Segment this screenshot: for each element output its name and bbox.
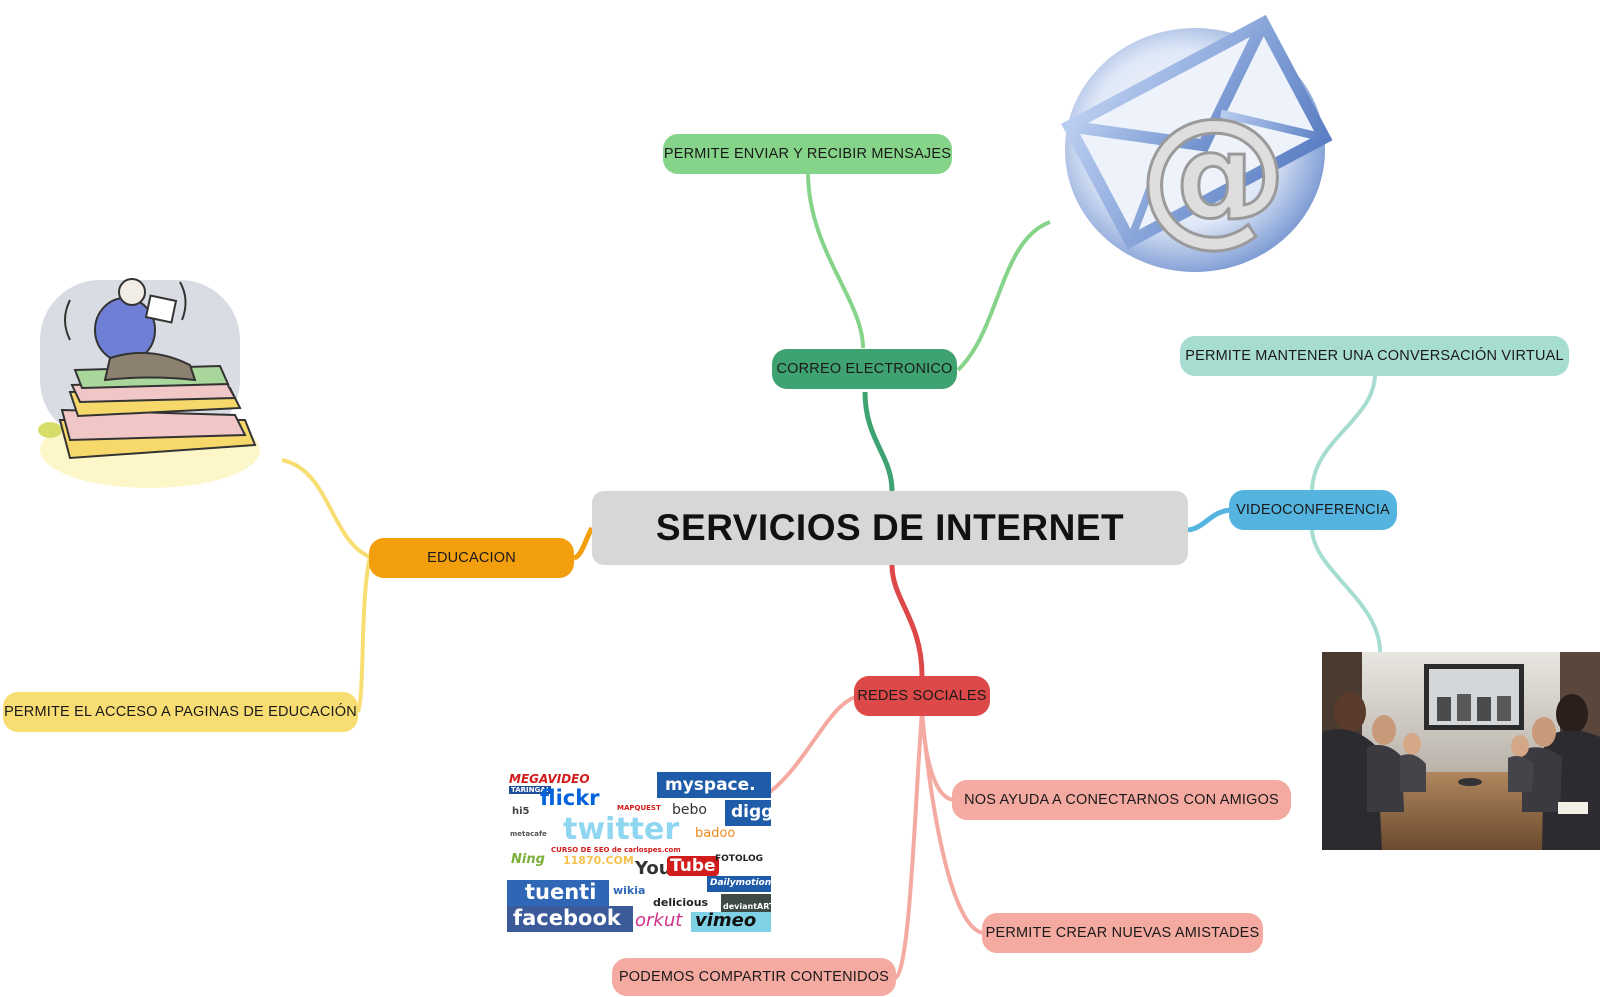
logo-dailymotion-bg [707,876,771,892]
logo-hi5: hi5 [512,806,530,817]
logo-dailymotion: Dailymotion [710,878,771,888]
logo-delicious: delicious [653,896,709,909]
logo-digg: digg [731,802,771,822]
social-networks-logo-collage: MEGAVIDEO TARINGA! flickr myspace. MAPQU… [507,772,771,932]
logo-deviantart-bg [721,894,771,916]
central-topic[interactable]: SERVICIOS DE INTERNET [592,491,1188,565]
note-compartir-contenidos[interactable]: PODEMOS COMPARTIR CONTENIDOS [612,958,896,996]
logo-myspace: myspace. [665,775,756,795]
logo-youtube-tube: Tube [667,856,719,876]
logo-youtube-you: You [635,858,672,879]
logo-megavideo: MEGAVIDEO [509,772,590,786]
note-crear-nuevas-amistades[interactable]: PERMITE CREAR NUEVAS AMISTADES [982,913,1263,953]
logo-tuenti-bg [507,880,609,906]
link-central-educacion [572,526,595,561]
note-acceso-paginas-educacion[interactable]: PERMITE EL ACCESO A PAGINAS DE EDUCACIÓN [3,692,358,732]
logo-deviantart: deviantART [723,902,771,911]
logo-ning: Ning [511,852,545,867]
logo-mapquest: MAPQUEST [617,804,661,812]
logo-bebo: bebo [672,802,707,818]
link-video-image [1310,527,1382,653]
link-correo-note [806,171,865,349]
student-on-books-icon [30,270,260,500]
note-enviar-recibir-mensajes[interactable]: PERMITE ENVIAR Y RECIBIR MENSAJES [663,134,952,174]
link-educacion-note [356,556,372,713]
link-redes-note-3 [893,711,924,980]
branch-videoconferencia[interactable]: VIDEOCONFERENCIA [1229,490,1397,530]
note-conectarnos-con-amigos[interactable]: NOS AYUDA A CONECTARNOS CON AMIGOS [952,780,1291,820]
logo-tuenti: tuenti [525,880,597,904]
link-central-correo [862,391,895,492]
logo-orkut: orkut [635,910,683,931]
logo-metacafe: metacafe [510,830,547,838]
logo-facebook-bg [507,906,633,932]
branch-redes-sociales[interactable]: REDES SOCIALES [854,676,990,716]
logo-seo: CURSO DE SEO de carlospes.com [551,846,681,854]
logo-taringa: TARINGA! [509,786,551,794]
note-conversacion-virtual[interactable]: PERMITE MANTENER UNA CONVERSACIÓN VIRTUA… [1180,336,1569,376]
logo-facebook: facebook [513,906,621,930]
logo-flickr: flickr [540,786,600,810]
logo-fotolog: FOTOLOG [715,854,764,864]
link-redes-note-2 [920,711,985,935]
logo-vimeo-bg [691,912,771,932]
email-envelope-at-icon: @ [1045,0,1335,280]
link-video-note [1310,373,1377,493]
branch-correo-electronico[interactable]: CORREO ELECTRONICO [772,349,957,389]
logo-11870: 11870.COM [563,854,634,867]
link-redes-social-image [768,694,861,794]
svg-text:@: @ [1138,87,1288,261]
logo-digg-bg [725,800,771,826]
logo-myspace-bg [657,772,771,798]
branch-educacion[interactable]: EDUCACION [369,538,574,578]
logo-twitter: twitter [563,812,680,847]
logo-vimeo: vimeo [695,910,757,931]
logo-wikia: wikia [613,884,646,897]
link-correo-email-image [956,220,1051,372]
videoconference-meeting-photo [1322,652,1600,850]
link-central-redes [889,564,925,677]
link-educacion-image [281,458,371,559]
logo-badoo: badoo [695,826,736,841]
link-central-video [1187,507,1231,533]
